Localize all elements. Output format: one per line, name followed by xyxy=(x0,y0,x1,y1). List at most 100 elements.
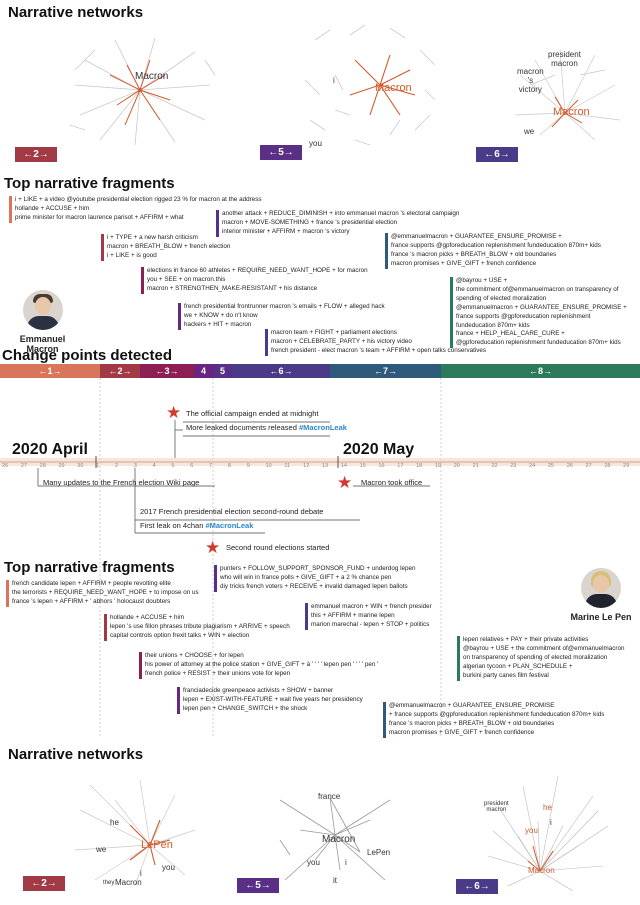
segment-dividers xyxy=(99,378,442,738)
fragment-line: i + LIKE + a video @youtube presidential… xyxy=(15,196,262,203)
network-tag-top-5[interactable]: ←5→ xyxy=(260,145,302,160)
fragment-line: hackers + HIT + macron xyxy=(184,320,252,328)
segment-1[interactable]: ←1→ xyxy=(0,364,100,378)
segment-6[interactable]: ←6→ xyxy=(232,364,330,378)
fragment-line: spending of elected moralization xyxy=(456,294,547,302)
timeline-month-may: 2020 May xyxy=(343,441,415,458)
fragment-line: you + SEE + on macron.this xyxy=(147,275,226,283)
segment-3[interactable]: ←3→ xyxy=(140,364,194,378)
fragment-line: their unions + CHOOSE + for lepen xyxy=(145,652,244,659)
fragment-line: the terrorists + REQUIRE_NEED_WANT_HOPE … xyxy=(12,588,199,596)
fragment-line: i + TYPE + a new harsh criticism xyxy=(107,234,198,241)
segment-2[interactable]: ←2→ xyxy=(100,364,140,378)
net-bottom-2-you-label: you xyxy=(307,858,320,867)
event-text: More leaked documents released xyxy=(186,423,299,432)
fragment-line: + france supports @gpforeducation replen… xyxy=(389,710,605,718)
timeline-tick-label: 23 xyxy=(510,463,517,469)
fragment-line: @bayrou + USE + xyxy=(456,277,508,284)
net-bottom-3-president-macron-label: president macron xyxy=(484,801,509,813)
network-graph-bottom-1 xyxy=(74,779,196,886)
timeline-tick-label: 20 xyxy=(453,463,460,469)
event-debate: 2017 French presidential election second… xyxy=(140,507,324,516)
segment-5[interactable]: 5 xyxy=(213,364,232,378)
net-bottom-2-france-label: france xyxy=(318,792,341,801)
network-graph-bottom-2 xyxy=(279,797,391,881)
fragment-line: lepen + EXIST-WITH-FEATURE + wait five y… xyxy=(183,695,363,703)
network-tag-bottom-2[interactable]: ←2→ xyxy=(23,876,65,891)
fragment-group-bottom-2: punters + FOLLOW_SUPPORT_SPONSOR_FUND + … xyxy=(214,565,416,592)
fragment-line: franciadecide greenpeace activists + SHO… xyxy=(183,687,334,694)
fragment-group-bottom-8: @emmanuelmacron + GUARANTEE_ENSURE_PROMI… xyxy=(383,702,604,738)
net-top-2-you-label: you xyxy=(309,139,322,148)
fragment-group-top-7: @emmanuelmacron + GUARANTEE_ENSURE_PROMI… xyxy=(385,233,601,269)
net-bottom-1-he-label: he xyxy=(110,818,119,827)
fragment-line: french candidate lepen + AFFIRM + people… xyxy=(12,580,171,587)
event-campaign-ended: The official campaign ended at midnight xyxy=(186,409,319,418)
network-tag-top-6[interactable]: ←6→ xyxy=(476,147,518,162)
fragment-line: punters + FOLLOW_SUPPORT_SPONSOR_FUND + … xyxy=(220,565,416,572)
timeline-tick-label: 3 xyxy=(133,463,137,469)
event-star-icon: ★ xyxy=(166,403,182,422)
net-top-2-i-label: i xyxy=(333,76,335,85)
network-tag-bottom-5[interactable]: ←5→ xyxy=(237,878,279,893)
timeline-tick-label: 5 xyxy=(171,463,175,469)
net-top-3-president-macron-label: president macron xyxy=(548,50,581,68)
hashtag-link[interactable]: #MacronLeak xyxy=(205,521,254,530)
timeline-tick-label: 28 xyxy=(604,463,611,469)
timeline-tick-label: 27 xyxy=(20,463,27,469)
fragment-line: lepen 's use fillon phrases tribute plag… xyxy=(110,622,290,630)
fragment-line: fundeducation 870m+ kids xyxy=(456,321,530,329)
fragment-line: marion marechal - lepen + STOP + politic… xyxy=(311,620,430,628)
fragment-line: @gpforeducation replenishment fundeducat… xyxy=(456,339,621,347)
event-connector-bottom xyxy=(37,468,430,534)
persona-name: Emmanuel Macron xyxy=(19,334,66,354)
network-tag-bottom-6[interactable]: ←6→ xyxy=(456,879,498,894)
timeline-tick-label: 2 xyxy=(114,463,118,469)
net-bottom-1-you-label: you xyxy=(162,863,175,872)
event-leaked-docs: More leaked documents released #MacronLe… xyxy=(186,423,347,432)
fragment-group-bottom-6: lepen relatives + PAY + their private ac… xyxy=(457,636,625,681)
net-bottom-2-it-label: it xyxy=(333,876,337,885)
fragment-group-top-5: french presidential frontrunner macron '… xyxy=(178,303,385,330)
event-second-round: Second round elections started xyxy=(226,543,330,552)
fragment-line: macron team + FIGHT + parliament electio… xyxy=(271,329,397,336)
section-title-networks-top: Narrative networks xyxy=(8,4,144,21)
timeline-tick-label: 14 xyxy=(340,463,347,469)
fragment-line: interior minister + AFFIRM + macron 's v… xyxy=(222,227,350,235)
timeline-tick-label: 26 xyxy=(566,463,573,469)
fragment-line: i + LIKE + is good xyxy=(107,251,157,259)
fragment-line: diy tricks french voters + RECEIVE + inv… xyxy=(220,582,408,590)
fragment-line: france supports @gpforeducation replenis… xyxy=(456,312,591,320)
segment-8[interactable]: ←8→ xyxy=(441,364,640,378)
fragment-line: capital controls option frexit talks + W… xyxy=(110,631,250,639)
timeline-tick-label: 13 xyxy=(322,463,329,469)
fragment-line: lepen relatives + PAY + their private ac… xyxy=(463,636,589,643)
network-tag-top-2[interactable]: ←2→ xyxy=(15,147,57,162)
timeline-tick-label: 30 xyxy=(77,463,84,469)
timeline-tick-label: 6 xyxy=(190,463,194,469)
timeline-tick-label: 15 xyxy=(359,463,366,469)
hashtag-link[interactable]: #MacronLeak xyxy=(298,423,347,432)
fragment-line: emmanuel macron + WIN + french presider xyxy=(311,603,432,610)
fragment-line: who will win in france polls + GIVE_GIFT… xyxy=(220,573,392,581)
timeline-tick-label: 27 xyxy=(585,463,592,469)
network-graph-top-2 xyxy=(304,24,436,146)
fragment-group-top-4: elections in france 60 athletes + REQUIR… xyxy=(141,267,368,294)
fragment-group-bottom-7: franciadecide greenpeace activists + SHO… xyxy=(177,687,363,714)
fragment-line: on transparency of spending of elected m… xyxy=(463,653,608,661)
timeline-tick-label: 28 xyxy=(39,463,46,469)
network-graph-top-3 xyxy=(514,49,621,141)
fragment-line: hollande + ACCUSE + him xyxy=(110,614,185,621)
segment-4[interactable]: 4 xyxy=(194,364,213,378)
segment-7[interactable]: ←7→ xyxy=(330,364,441,378)
fragment-group-top-2: another attack + REDUCE_DIMINISH + into … xyxy=(216,210,459,237)
fragment-line: prime minister for macron laurence paris… xyxy=(15,213,184,221)
event-connector-top xyxy=(174,420,330,458)
timeline-tick-label: 12 xyxy=(303,463,310,469)
timeline-tick-label: 25 xyxy=(547,463,554,469)
section-title-fragments-top: Top narrative fragments xyxy=(4,175,175,192)
fragment-line: macron promises + GIVE_GIFT + french con… xyxy=(389,728,535,736)
fragment-line: his power of attorney at the police stat… xyxy=(145,660,379,668)
timeline-tick-label: 8 xyxy=(227,463,231,469)
